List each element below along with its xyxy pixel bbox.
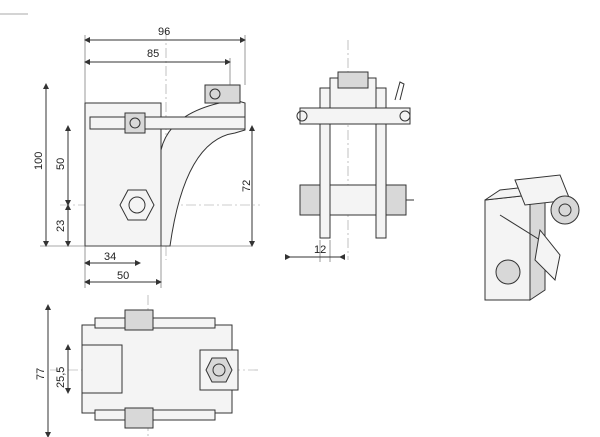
side-view: 12 xyxy=(285,40,414,262)
dim-100: 100 xyxy=(33,152,45,170)
dim-96: 96 xyxy=(158,26,170,38)
dim-72: 72 xyxy=(241,180,253,192)
side-plate-left xyxy=(319,87,331,239)
dim-77: 77 xyxy=(35,368,47,380)
side-bolt-nut xyxy=(385,184,407,216)
front-pin-head xyxy=(124,112,146,134)
isometric-view xyxy=(484,174,580,301)
iso-nut xyxy=(550,195,580,225)
top-pin-upper xyxy=(94,317,216,329)
side-pin xyxy=(299,107,411,125)
dim-34: 34 xyxy=(104,251,116,263)
front-view: 96 85 100 50 23 72 34 50 xyxy=(33,26,260,288)
dim-50-base: 50 xyxy=(117,270,129,282)
dim-85: 85 xyxy=(147,48,159,60)
front-hex-nut xyxy=(119,189,155,221)
dim-25-5: 25,5 xyxy=(55,367,67,388)
top-pin-lower xyxy=(94,409,216,421)
top-hex-nut xyxy=(205,357,233,383)
top-view: 77 25,5 xyxy=(35,295,260,437)
front-pin xyxy=(89,116,246,130)
side-plate-right xyxy=(375,87,387,239)
dim-50: 50 xyxy=(55,158,67,170)
side-bolt-head xyxy=(299,184,321,216)
side-top-nut xyxy=(337,71,369,89)
dim-23: 23 xyxy=(55,220,67,232)
dim-12: 12 xyxy=(314,244,326,256)
iso-hex-bolt xyxy=(495,259,521,285)
